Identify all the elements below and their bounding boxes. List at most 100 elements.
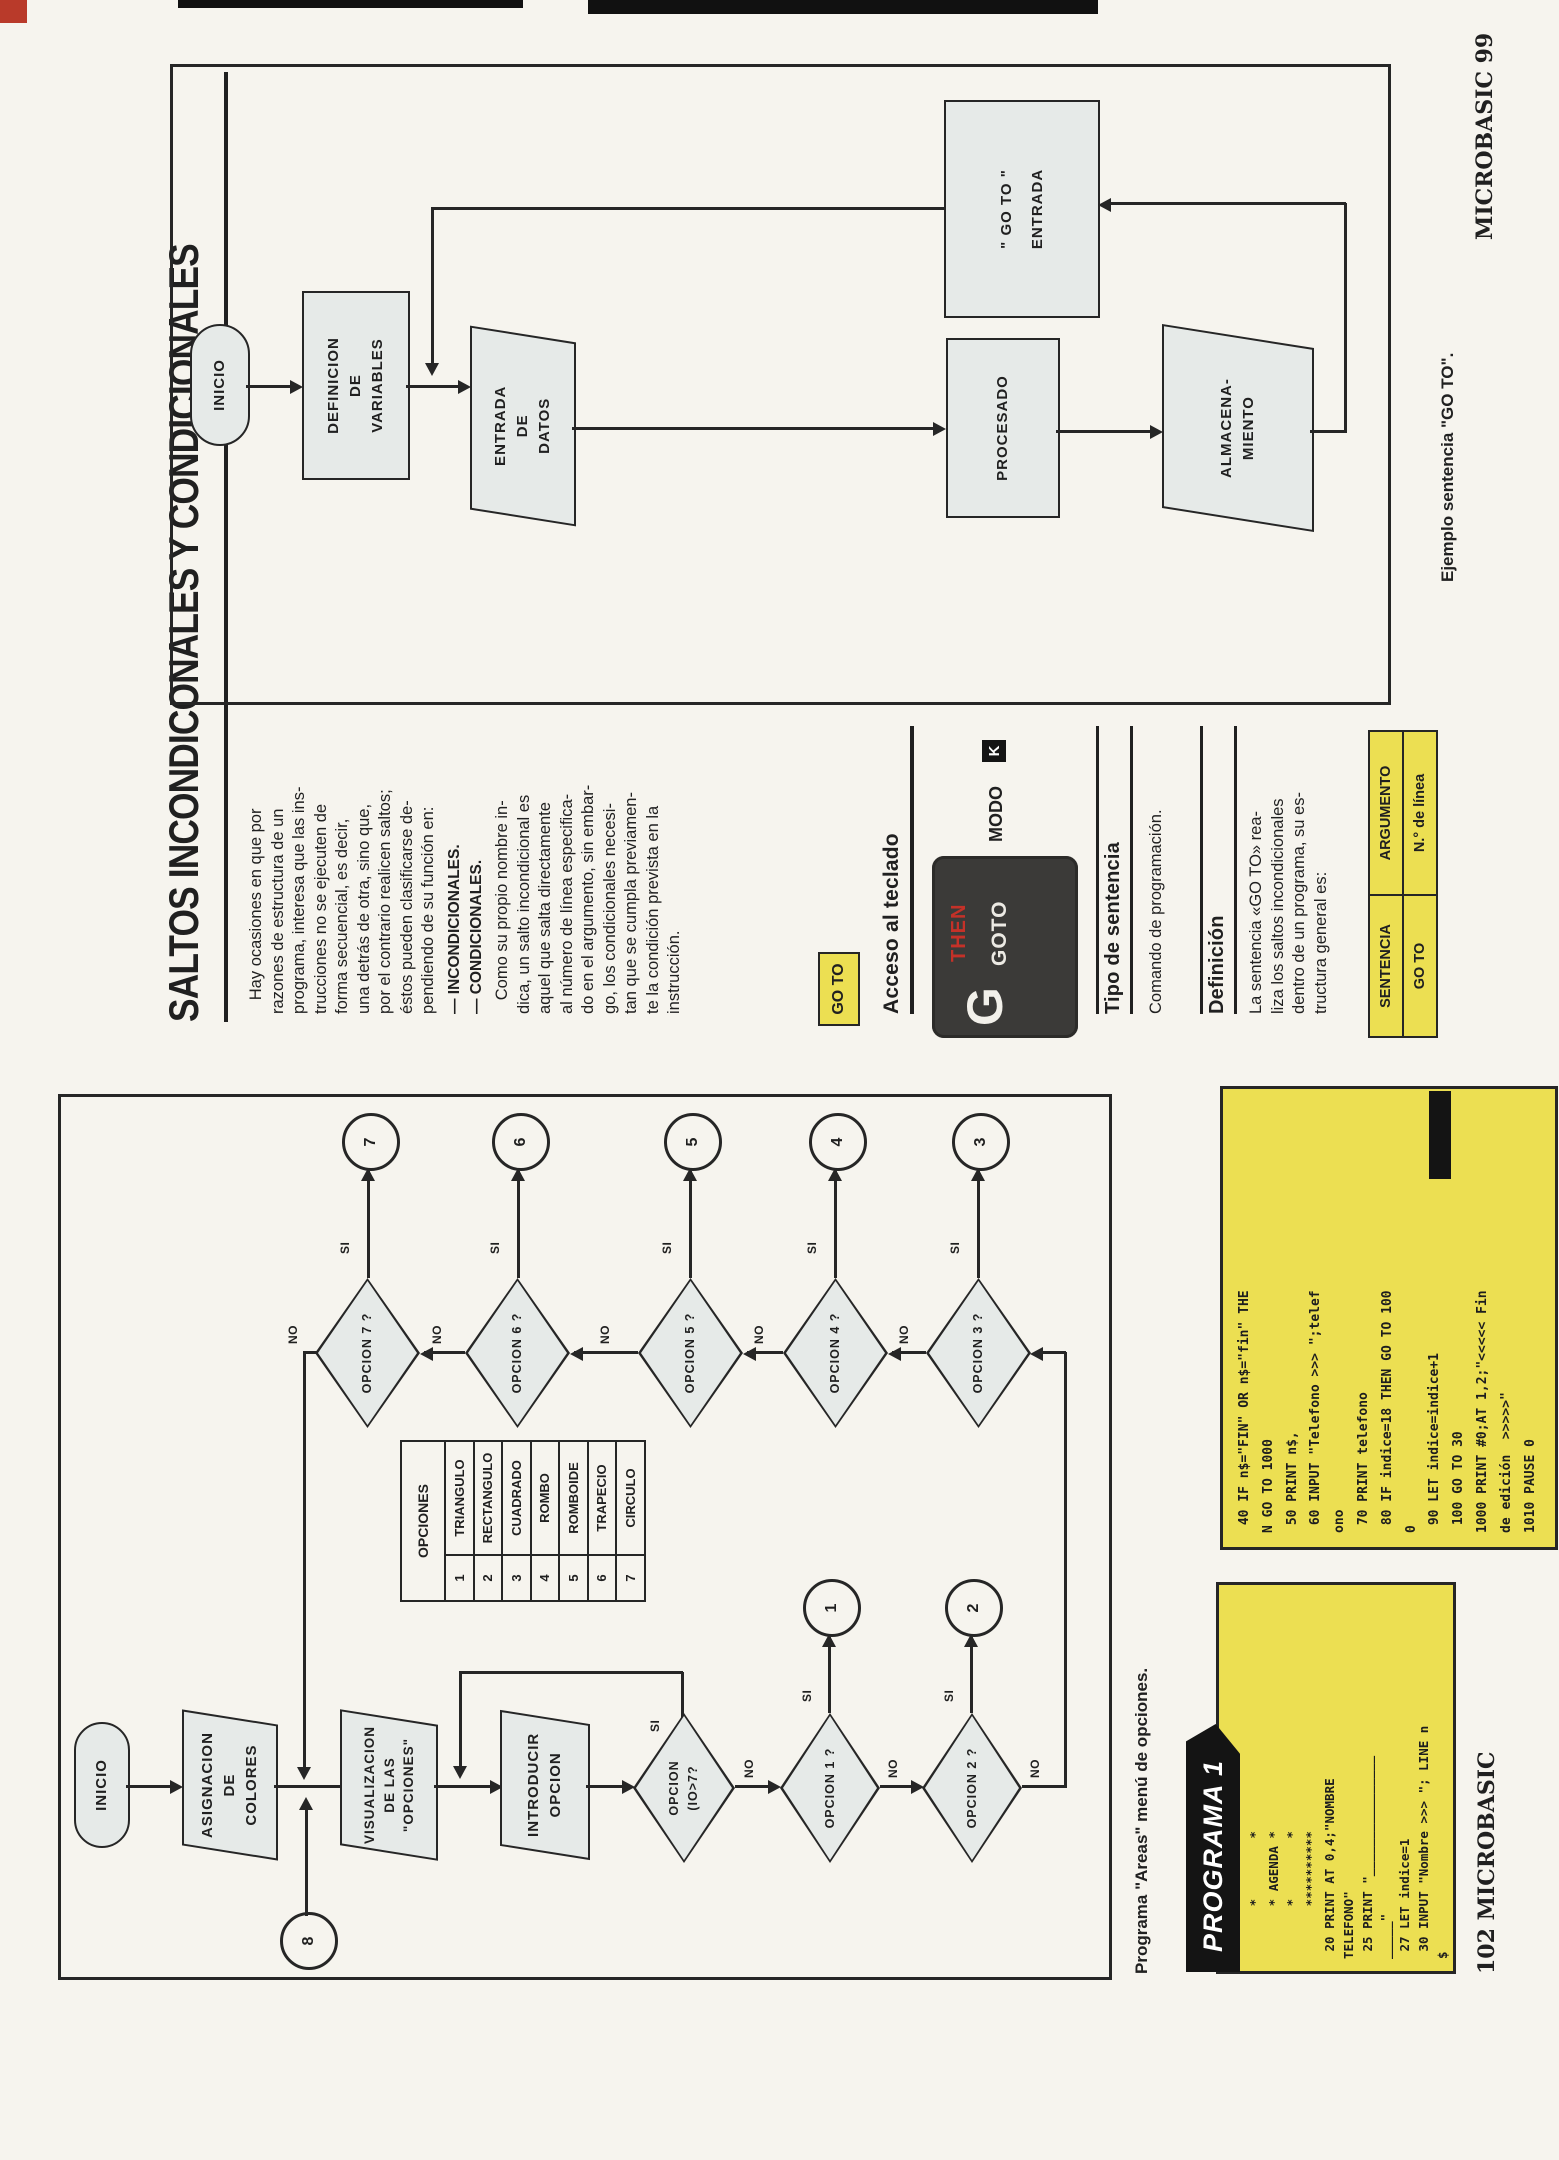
option-num: 4	[530, 1555, 559, 1601]
branch-label-no: NO	[430, 1325, 444, 1344]
option-label: TRIANGULO	[445, 1441, 474, 1555]
flow-line	[1064, 1352, 1067, 1788]
branch-label-si: SI	[660, 1241, 674, 1254]
option-label: TRAPECIO	[587, 1441, 616, 1555]
branch-label-no: NO	[752, 1325, 766, 1344]
option-label: CUADRADO	[502, 1441, 531, 1555]
heading-rule	[910, 726, 914, 1014]
branch-label-no: NO	[886, 1759, 900, 1778]
connector-circle-1: 1	[803, 1579, 861, 1637]
intro-paragraph: Hay ocasiones en que por razones de estr…	[247, 786, 437, 1014]
connector-circle-3: 3	[952, 1113, 1010, 1171]
banner-label: PROGRAMA 1	[1197, 1759, 1228, 1952]
flow-node-almacenamiento: ALMACENA- MIENTO	[1162, 323, 1314, 533]
flow-line	[303, 1351, 317, 1354]
connector-circle-6: 6	[492, 1113, 550, 1171]
flow-node-entrada: ENTRADA DE DATOS	[470, 325, 576, 527]
arrowhead	[888, 1347, 901, 1361]
goto-badge-label: GO TO	[830, 963, 847, 1015]
flow-line	[574, 1351, 638, 1354]
programa-1-banner: PROGRAMA 1	[1186, 1724, 1240, 1972]
connector-label: 8	[300, 1936, 317, 1946]
arrowhead	[933, 422, 946, 436]
flow-line	[828, 1637, 831, 1713]
connector-circle-5: 5	[664, 1113, 722, 1171]
flow-line	[1040, 1351, 1066, 1354]
connector-circle-2: 2	[945, 1579, 1003, 1637]
option-num: 7	[616, 1555, 645, 1601]
branch-label-si: SI	[805, 1241, 819, 1254]
option-label: ROMBOIDE	[559, 1441, 588, 1555]
branch-label-si: SI	[942, 1689, 956, 1702]
second-paragraph: Como su propio nombre in- dica, un salto…	[493, 784, 683, 1014]
option-num: 6	[587, 1555, 616, 1601]
node-label: INICIO	[93, 1759, 111, 1811]
branch-label-si: SI	[488, 1241, 502, 1254]
scan-artifact-black-band	[588, 0, 1098, 14]
branch-label-si: SI	[338, 1241, 352, 1254]
flow-line	[274, 1785, 340, 1788]
node-label: VISUALIZACION DE LAS "OPCIONES"	[361, 1726, 416, 1845]
connector-label: 6	[512, 1137, 529, 1147]
flow-line	[459, 1672, 462, 1768]
flow-line	[1108, 202, 1346, 205]
zx-spectrum-g-key: G THEN GOTO	[932, 856, 1078, 1038]
node-label: ENTRADA DE DATOS	[492, 385, 553, 467]
connector-circle-7: 7	[342, 1113, 400, 1171]
branch-label-si: SI	[948, 1241, 962, 1254]
flow-line	[434, 1785, 498, 1788]
key-word-then: THEN	[948, 903, 970, 962]
node-label: INICIO	[211, 359, 229, 411]
goto-badge: GO TO	[818, 952, 860, 1026]
arrowhead	[297, 1767, 311, 1780]
figure-caption-goto: Ejemplo sentencia "GO TO".	[1438, 352, 1457, 582]
heading-rule	[1234, 726, 1237, 1014]
connector-label: 4	[829, 1137, 846, 1147]
flow-line	[977, 1171, 980, 1278]
arrowhead	[1098, 198, 1111, 212]
flow-line	[1022, 1785, 1066, 1788]
listing-box-2: 40 IF n$="FIN" OR n$="fin" THE N GO TO 1…	[1220, 1086, 1558, 1550]
branch-label-no: NO	[897, 1325, 911, 1344]
flow-line	[431, 207, 944, 210]
arrowhead	[425, 363, 439, 376]
flow-line	[367, 1171, 370, 1278]
key-letter-g: G	[957, 987, 1013, 1026]
sentencia-header: SENTENCIA	[1369, 895, 1403, 1037]
sentencia-value: GO TO	[1403, 895, 1437, 1037]
flow-node-procesado: PROCESADO	[946, 338, 1060, 518]
node-label: DEFINICION DE VARIABLES	[325, 337, 386, 434]
flow-node-inicio99: INICIO	[190, 324, 250, 446]
connector-label: 2	[965, 1603, 982, 1613]
scan-artifact-black-band	[178, 0, 523, 8]
option-label: CIRCULO	[616, 1441, 645, 1555]
arrowhead	[453, 1766, 467, 1779]
flow-line	[1056, 430, 1158, 433]
option-label: ROMBO	[530, 1441, 559, 1555]
branch-label-no: NO	[742, 1759, 756, 1778]
flow-line	[305, 1806, 308, 1916]
heading-definicion: Definición	[1206, 915, 1228, 1014]
tipo-text: Comando de programación.	[1147, 809, 1165, 1014]
arrowhead	[743, 1347, 756, 1361]
option-num: 5	[559, 1555, 588, 1601]
connector-label: 7	[362, 1137, 379, 1147]
flow-line	[246, 385, 296, 388]
arrowhead	[768, 1780, 781, 1794]
branch-label-si: SI	[648, 1719, 662, 1732]
argumento-header: ARGUMENTO	[1369, 731, 1403, 895]
branch-label-si: SI	[800, 1689, 814, 1702]
connector-label: 1	[823, 1603, 840, 1613]
modo-label: MODO	[986, 786, 1006, 842]
flow-node-definicion: DEFINICION DE VARIABLES	[302, 291, 410, 480]
